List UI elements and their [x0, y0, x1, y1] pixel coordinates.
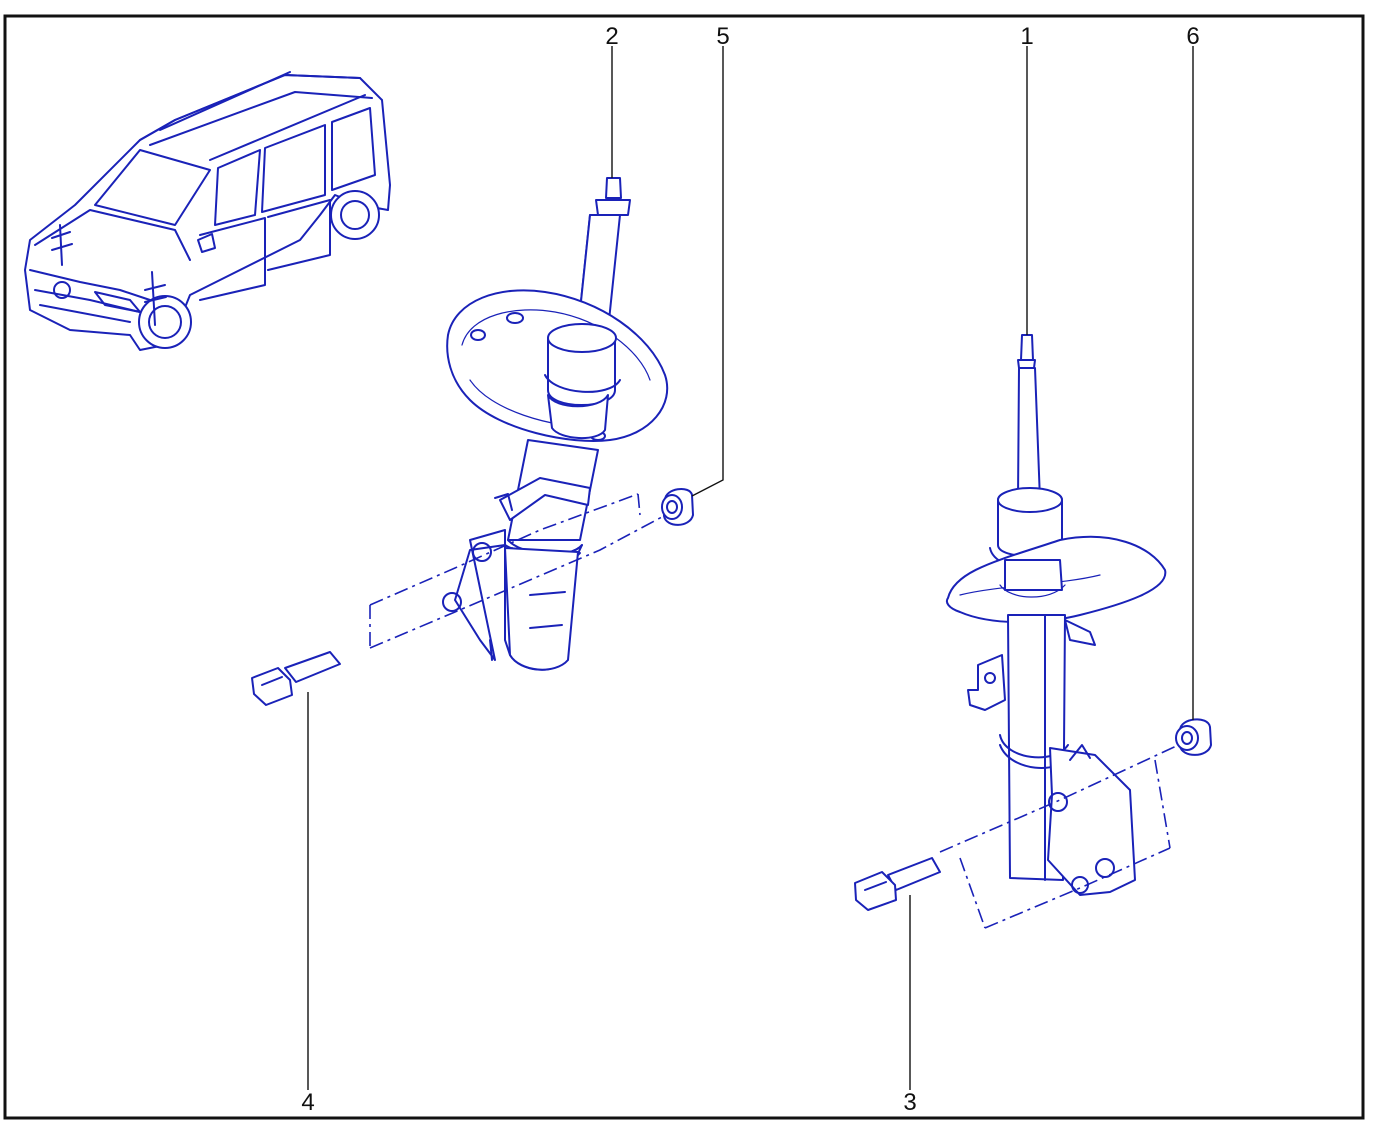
right-strut-assembly: [945, 334, 1167, 896]
bolt-3: [854, 857, 941, 911]
callout-label-3: 3: [903, 1089, 916, 1116]
callout-label-5: 5: [716, 23, 729, 50]
left-strut-assembly: [442, 177, 669, 671]
bolt-4: [251, 651, 341, 706]
callout-label-1: 1: [1020, 23, 1033, 50]
nut-6: [1175, 718, 1212, 756]
nut-5: [661, 488, 694, 526]
left-strut-axis: [369, 509, 676, 649]
callout-label-2: 2: [605, 23, 618, 50]
diagram-frame: [3, 14, 1365, 1120]
callout-label-4: 4: [301, 1089, 314, 1116]
right-strut-axis: [939, 741, 1186, 853]
callout-label-6: 6: [1186, 23, 1199, 50]
vehicle-illustration: [24, 71, 391, 351]
leader-line-5: [691, 46, 724, 497]
